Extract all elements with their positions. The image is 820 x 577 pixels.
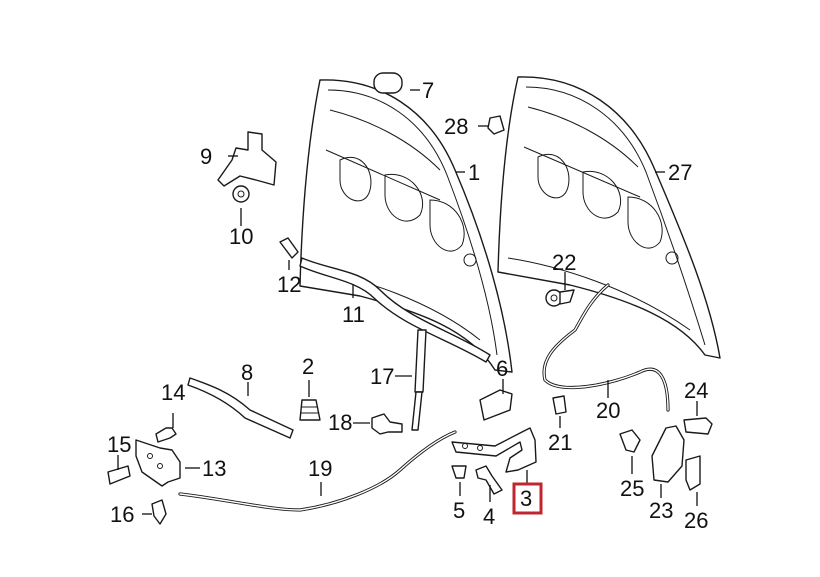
callout-27: 27 <box>668 160 692 185</box>
callout-9: 9 <box>200 144 212 169</box>
callout-7: 7 <box>422 78 434 103</box>
callout-25: 25 <box>620 476 644 501</box>
part-19-release-cable[interactable] <box>178 430 457 512</box>
callout-15: 15 <box>107 432 131 457</box>
part-11-seal[interactable] <box>299 257 491 363</box>
part-25-retainer[interactable] <box>619 429 641 453</box>
callout-21: 21 <box>548 430 572 455</box>
part-18-ball-stud[interactable] <box>371 413 403 435</box>
part-14-bolt[interactable] <box>155 427 177 443</box>
part-7-plug[interactable] <box>373 72 403 94</box>
callout-26: 26 <box>684 508 708 533</box>
callout-19: 19 <box>308 456 332 481</box>
callout-1: 1 <box>468 160 480 185</box>
callout-14: 14 <box>161 380 185 405</box>
callout-16: 16 <box>110 502 134 527</box>
callout-5: 5 <box>453 498 465 523</box>
hood-panel-27[interactable] <box>497 76 721 359</box>
part-23-release-handle[interactable] <box>651 425 685 483</box>
part-17-lift-support[interactable] <box>411 329 427 431</box>
part-15-bolt[interactable] <box>107 465 131 485</box>
part-24-bolt[interactable] <box>683 417 713 435</box>
callout-18: 18 <box>328 410 352 435</box>
callout-28: 28 <box>444 114 468 139</box>
callout-6: 6 <box>496 356 508 381</box>
part-16-clip[interactable] <box>151 499 167 525</box>
part-2-bumper[interactable] <box>299 399 321 421</box>
part-20-release-cable[interactable] <box>542 283 670 412</box>
leader-lines <box>117 89 698 515</box>
part-3-hinge[interactable] <box>451 427 537 473</box>
callout-23: 23 <box>649 498 673 523</box>
part-21-clip[interactable] <box>552 395 567 415</box>
part-9-striker[interactable] <box>217 131 277 187</box>
part-28-clip[interactable] <box>487 115 505 135</box>
callout-12: 12 <box>277 272 301 297</box>
part-22-retainer[interactable] <box>545 289 575 307</box>
callout-10: 10 <box>229 224 253 249</box>
part-4-bolt[interactable] <box>475 465 503 495</box>
part-6-hinge-bracket[interactable] <box>479 389 513 421</box>
hood-panel-1[interactable] <box>299 79 513 373</box>
callout-22: 22 <box>552 250 576 275</box>
callout-11: 11 <box>342 302 365 327</box>
part-12-clip[interactable] <box>279 237 299 259</box>
part-13-latch[interactable] <box>135 439 181 487</box>
callout-2: 2 <box>302 354 314 379</box>
callout-13: 13 <box>202 456 226 481</box>
callout-17: 17 <box>370 364 394 389</box>
callout-4: 4 <box>483 504 495 529</box>
highlighted-callout-3[interactable]: 3 <box>512 482 543 515</box>
part-10-nut[interactable] <box>232 185 250 203</box>
callout-24: 24 <box>684 378 708 403</box>
callout-3: 3 <box>520 486 532 511</box>
callout-8: 8 <box>241 360 253 385</box>
callout-20: 20 <box>596 398 620 423</box>
part-26-cover[interactable] <box>685 455 701 491</box>
part-5-nut[interactable] <box>451 465 467 479</box>
part-8-seal[interactable] <box>187 377 294 439</box>
